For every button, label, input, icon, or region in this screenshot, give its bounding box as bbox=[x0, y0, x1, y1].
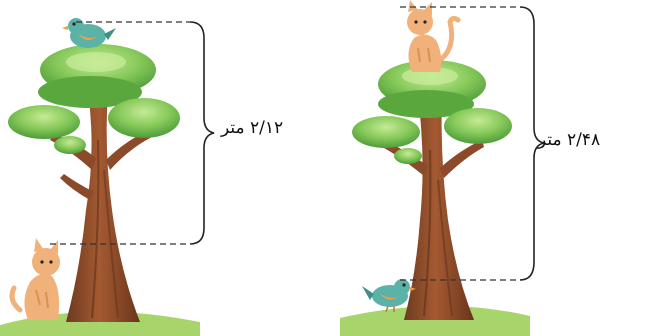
right-foliage-small bbox=[394, 148, 422, 164]
right-tree bbox=[352, 60, 512, 320]
right-height-label: ۲/۴۸ متر bbox=[538, 130, 601, 150]
right-brace bbox=[519, 6, 545, 281]
left-height-label: ۲/۱۲ متر bbox=[221, 118, 284, 138]
right-foliage-right bbox=[444, 108, 512, 144]
right-bird bbox=[362, 279, 416, 313]
left-panel bbox=[0, 18, 215, 336]
left-cat bbox=[9, 238, 60, 320]
left-brace bbox=[189, 21, 215, 245]
left-trunk bbox=[66, 92, 140, 322]
right-trunk bbox=[404, 96, 474, 320]
left-bird bbox=[62, 18, 116, 48]
right-foliage-left bbox=[352, 116, 420, 148]
left-foliage-small bbox=[54, 136, 86, 154]
left-tree bbox=[8, 44, 180, 322]
left-foliage-left bbox=[8, 105, 80, 139]
right-panel bbox=[340, 0, 545, 336]
right-cat bbox=[407, 0, 461, 72]
right-grass bbox=[340, 305, 530, 336]
left-foliage-right bbox=[108, 98, 180, 138]
